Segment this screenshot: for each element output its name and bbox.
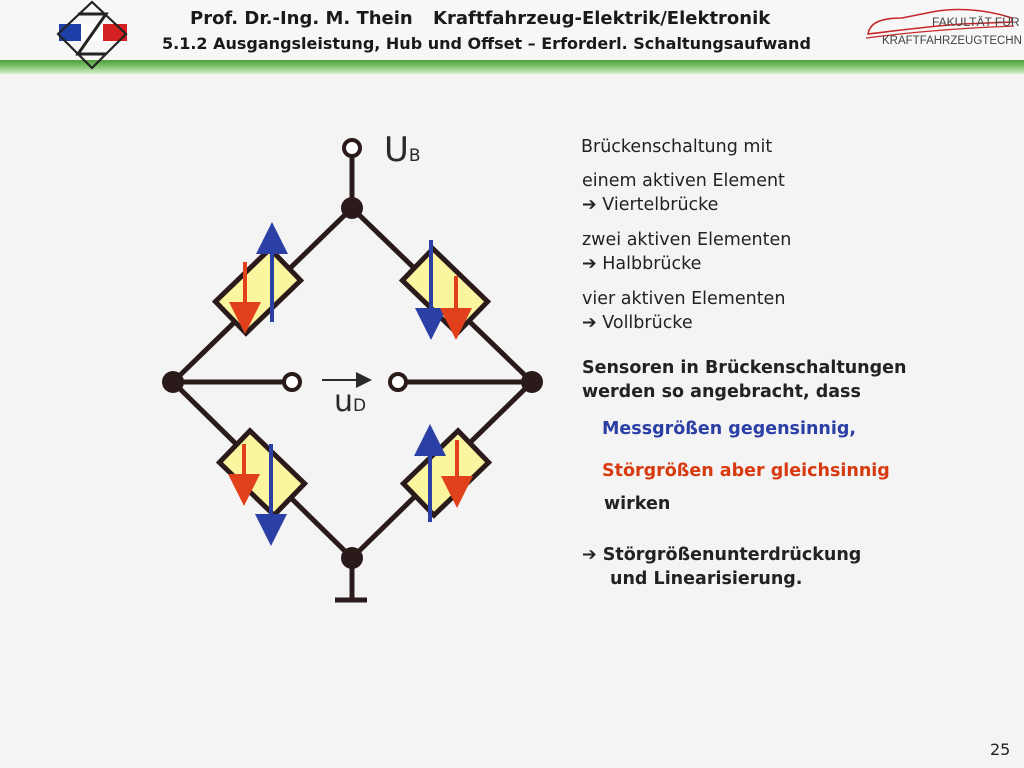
measure-terminal-left	[282, 372, 302, 392]
slide-header	[0, 0, 1024, 64]
item-one-line2: ➔ Viertelbrücke	[582, 193, 718, 217]
bridge-circuit-diagram	[162, 138, 543, 603]
supply-label-main: U	[384, 130, 409, 170]
item-two-line2: ➔ Halbbrücke	[582, 252, 701, 276]
result-line1: ➔ Störgrößenunterdrückung	[582, 543, 861, 567]
arrow-right-icon: ➔	[582, 195, 597, 215]
item-one-line1: einem aktiven Element	[582, 171, 785, 191]
university-logo-icon	[56, 0, 128, 70]
disturbance-quantities-text: Störgrößen aber gleichsinnig	[602, 461, 890, 481]
arrow-right-icon: ➔	[582, 313, 597, 333]
arrow-right-icon: ➔	[582, 254, 597, 274]
resistor-top-right	[398, 245, 492, 337]
diag-label-main: u	[334, 384, 354, 419]
faculty-line1: FAKULTÄT FÜR	[932, 15, 1020, 29]
resistor-top-left	[211, 245, 305, 337]
diag-label-sub: D	[353, 396, 367, 416]
item-two-line1: zwei aktiven Elementen	[582, 230, 792, 250]
item-two-result: Halbbrücke	[602, 254, 702, 274]
item-three-line2: ➔ Vollbrücke	[582, 311, 693, 335]
node-left	[162, 371, 184, 393]
result-line2: und Linearisierung.	[610, 569, 803, 589]
item-three-result: Vollbrücke	[602, 313, 693, 333]
act-text: wirken	[604, 494, 671, 514]
result-text-1: Störgrößenunterdrückung	[602, 545, 862, 565]
header-title: Prof. Dr.-Ing. M. Thein Kraftfahrzeug-El…	[190, 8, 840, 29]
header-accent-bar	[0, 60, 1024, 74]
item-three-line1: vier aktiven Elementen	[582, 289, 786, 309]
page-number: 25	[990, 740, 1011, 759]
faculty-line2: KRAFTFAHRZEUGTECHNIK	[882, 35, 1022, 47]
faculty-logo-icon: FAKULTÄT FÜR KRAFTFAHRZEUGTECHNIK	[865, 8, 1022, 47]
supply-label-sub: B	[408, 146, 421, 166]
sensors-line2: werden so angebracht, dass	[582, 382, 861, 402]
node-right	[521, 371, 543, 393]
intro-text: Brückenschaltung mit	[581, 137, 773, 157]
node-bottom	[341, 547, 363, 569]
sensors-line1: Sensoren in Brückenschaltungen	[582, 358, 907, 378]
measure-terminal-right	[388, 372, 408, 392]
supply-terminal	[342, 138, 362, 158]
slide-subtitle: 5.1.2 Ausgangsleistung, Hub und Offset –…	[162, 34, 811, 53]
supply-voltage-label: UB	[384, 130, 421, 170]
course-name: Kraftfahrzeug-Elektrik/Elektronik	[433, 8, 771, 29]
diagonal-voltage-label: uD	[334, 384, 366, 419]
arrow-right-icon: ➔	[582, 545, 597, 565]
author-name: Prof. Dr.-Ing. M. Thein	[190, 8, 413, 29]
resistor-bottom-right	[399, 427, 493, 519]
item-one-result: Viertelbrücke	[602, 195, 719, 215]
node-top	[341, 197, 363, 219]
measured-quantities-text: Messgrößen gegensinnig,	[602, 419, 857, 439]
